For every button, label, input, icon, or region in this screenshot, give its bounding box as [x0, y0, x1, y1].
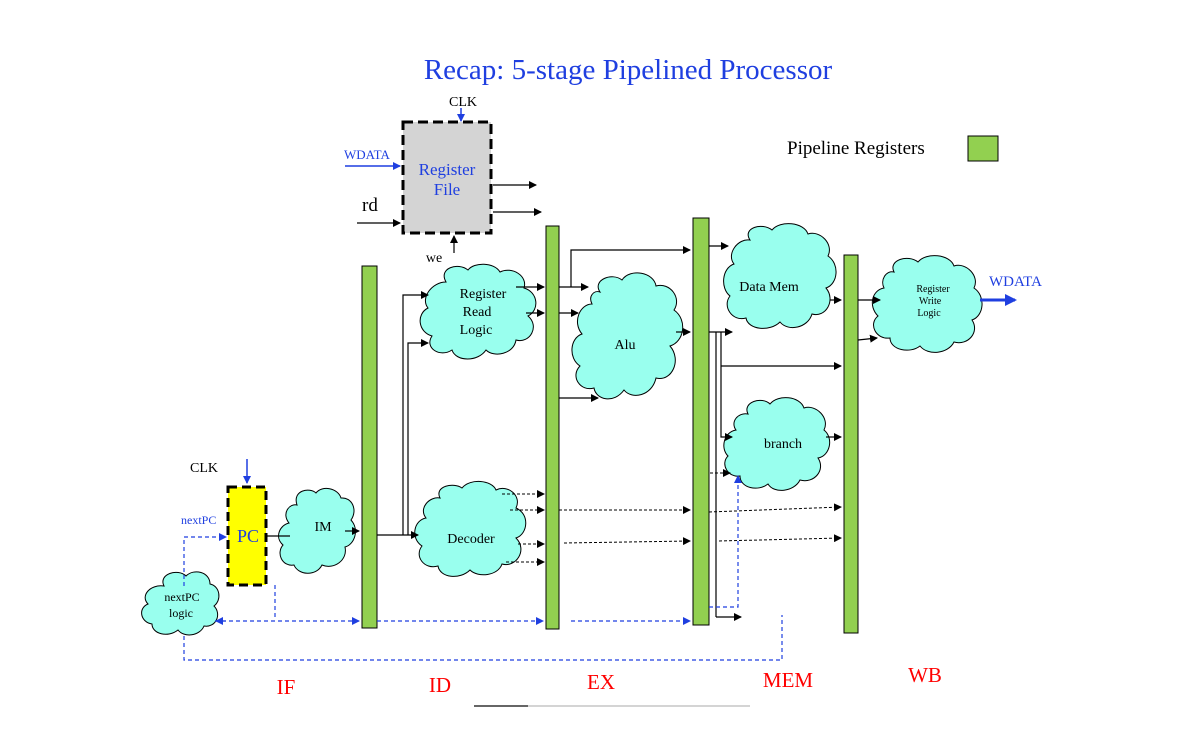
pipeline-register-if-id [361, 265, 378, 629]
wb-wdata-label: WDATA [989, 274, 1042, 290]
im-label: IM [314, 520, 332, 535]
stage-label-wb: WB [908, 663, 942, 687]
alu-label: Alu [615, 338, 636, 353]
legend-label: Pipeline Registers [787, 138, 925, 159]
register-file-label-1: Register [419, 160, 476, 179]
data-mem-cloud [723, 223, 837, 329]
regfile-we-label: we [426, 251, 442, 266]
register-write-label-3: Logic [917, 308, 941, 319]
pc-label: PC [237, 526, 259, 546]
im-cloud: IM [278, 487, 356, 574]
alu-cloud [571, 272, 684, 400]
register-write-cloud [871, 255, 983, 353]
regfile-wdata-label: WDATA [344, 147, 391, 162]
stage-label-mem: MEM [763, 668, 814, 692]
register-read-label-1: Register [460, 287, 507, 302]
data-mem-label: Data Mem [739, 280, 799, 295]
page-title: Recap: 5-stage Pipelined Processor [424, 54, 833, 86]
register-write-label-1: Register [916, 284, 950, 295]
legend-swatch [967, 135, 999, 162]
branch-cloud [723, 397, 831, 491]
register-file: Register File [401, 120, 493, 235]
stage-label-ex: EX [587, 670, 615, 694]
pc-clk-label: CLK [190, 461, 218, 476]
regfile-clk-label: CLK [449, 95, 477, 110]
register-read-label-3: Logic [460, 323, 493, 338]
register-file-label-2: File [434, 180, 460, 199]
register-read-label-2: Read [463, 305, 492, 320]
decoder-cloud [414, 481, 527, 577]
register-write-label-2: Write [919, 296, 942, 307]
next-pc-label: nextPC [181, 513, 216, 527]
pc-register: PC [226, 485, 268, 587]
decoder-label: Decoder [447, 532, 495, 547]
pipeline-register-id-ex [545, 225, 560, 630]
stage-label-if: IF [277, 675, 296, 699]
register-read-cloud [419, 263, 537, 360]
next-pc-logic-label-1: nextPC [164, 590, 199, 604]
pipeline-register-mem-wb [843, 254, 859, 634]
stage-label-id: ID [429, 673, 451, 697]
next-pc-logic-label-2: logic [169, 606, 193, 620]
next-pc-logic-cloud [141, 571, 220, 636]
regfile-rd-label: rd [362, 195, 378, 216]
branch-label: branch [764, 437, 802, 452]
pipeline-register-ex-mem [692, 217, 710, 626]
